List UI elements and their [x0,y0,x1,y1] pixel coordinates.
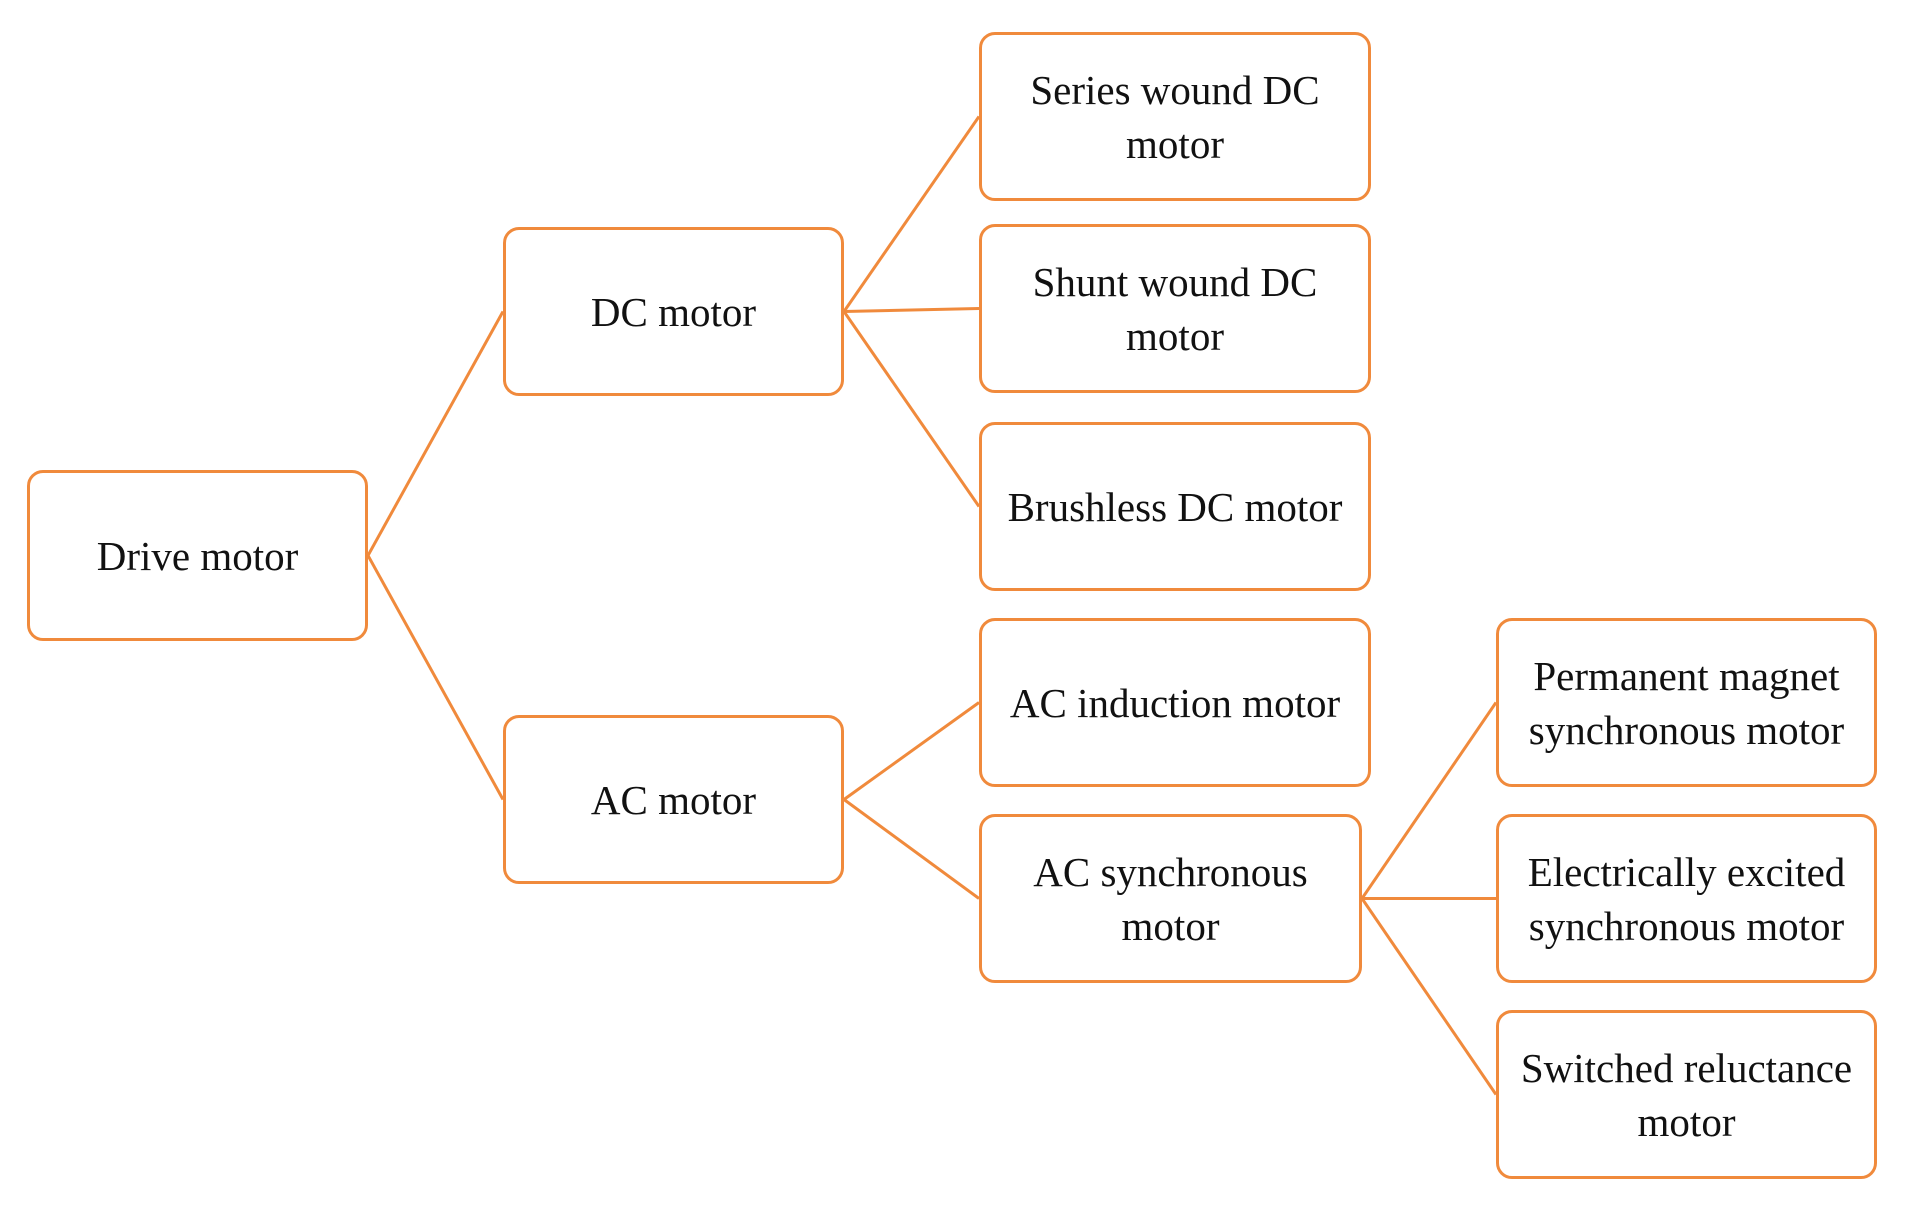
node-switched-reluctance-motor: Switched reluctance motor [1496,1010,1877,1179]
connector-ac-motor-to-ac-synchronous-motor [843,798,980,900]
node-electrically-excited-synchronous-motor: Electrically excited synchronous motor [1496,814,1877,983]
connector-dc-motor-to-shunt-wound-dc-motor [843,307,980,313]
node-label: AC synchronous motor [1033,848,1308,949]
node-ac-synchronous-motor: AC synchronous motor [979,814,1362,983]
connector-dc-motor-to-brushless-dc-motor [842,310,981,508]
node-label: DC motor [590,288,757,335]
connector-ac-synchronous-motor-to-switched-reluctance-motor [1360,897,1498,1096]
connector-drive-motor-to-dc-motor [366,310,505,557]
node-brushless-dc-motor: Brushless DC motor [979,422,1371,591]
node-label: Series wound DC motor [1030,66,1320,167]
connector-drive-motor-to-ac-motor [366,554,505,801]
node-ac-induction-motor: AC induction motor [979,618,1371,787]
node-label: Drive motor [96,532,299,579]
connector-dc-motor-to-series-wound-dc-motor [842,115,981,313]
connector-ac-motor-to-ac-induction-motor [843,701,980,801]
node-label: Permanent magnet synchronous motor [1528,652,1845,753]
node-label: AC motor [590,776,757,823]
node-shunt-wound-dc-motor: Shunt wound DC motor [979,224,1371,393]
node-label: AC induction motor [1009,679,1341,726]
node-ac-motor: AC motor [503,715,844,884]
node-label: Shunt wound DC motor [1032,258,1318,359]
node-series-wound-dc-motor: Series wound DC motor [979,32,1371,201]
node-dc-motor: DC motor [503,227,844,396]
node-label: Brushless DC motor [1007,483,1343,530]
node-permanent-magnet-synchronous-motor: Permanent magnet synchronous motor [1496,618,1877,787]
node-drive-motor: Drive motor [27,470,368,641]
node-label: Electrically excited synchronous motor [1527,848,1846,949]
connector-ac-synchronous-motor-to-permanent-magnet-synchronous-motor [1360,701,1498,900]
node-label: Switched reluctance motor [1520,1044,1853,1145]
